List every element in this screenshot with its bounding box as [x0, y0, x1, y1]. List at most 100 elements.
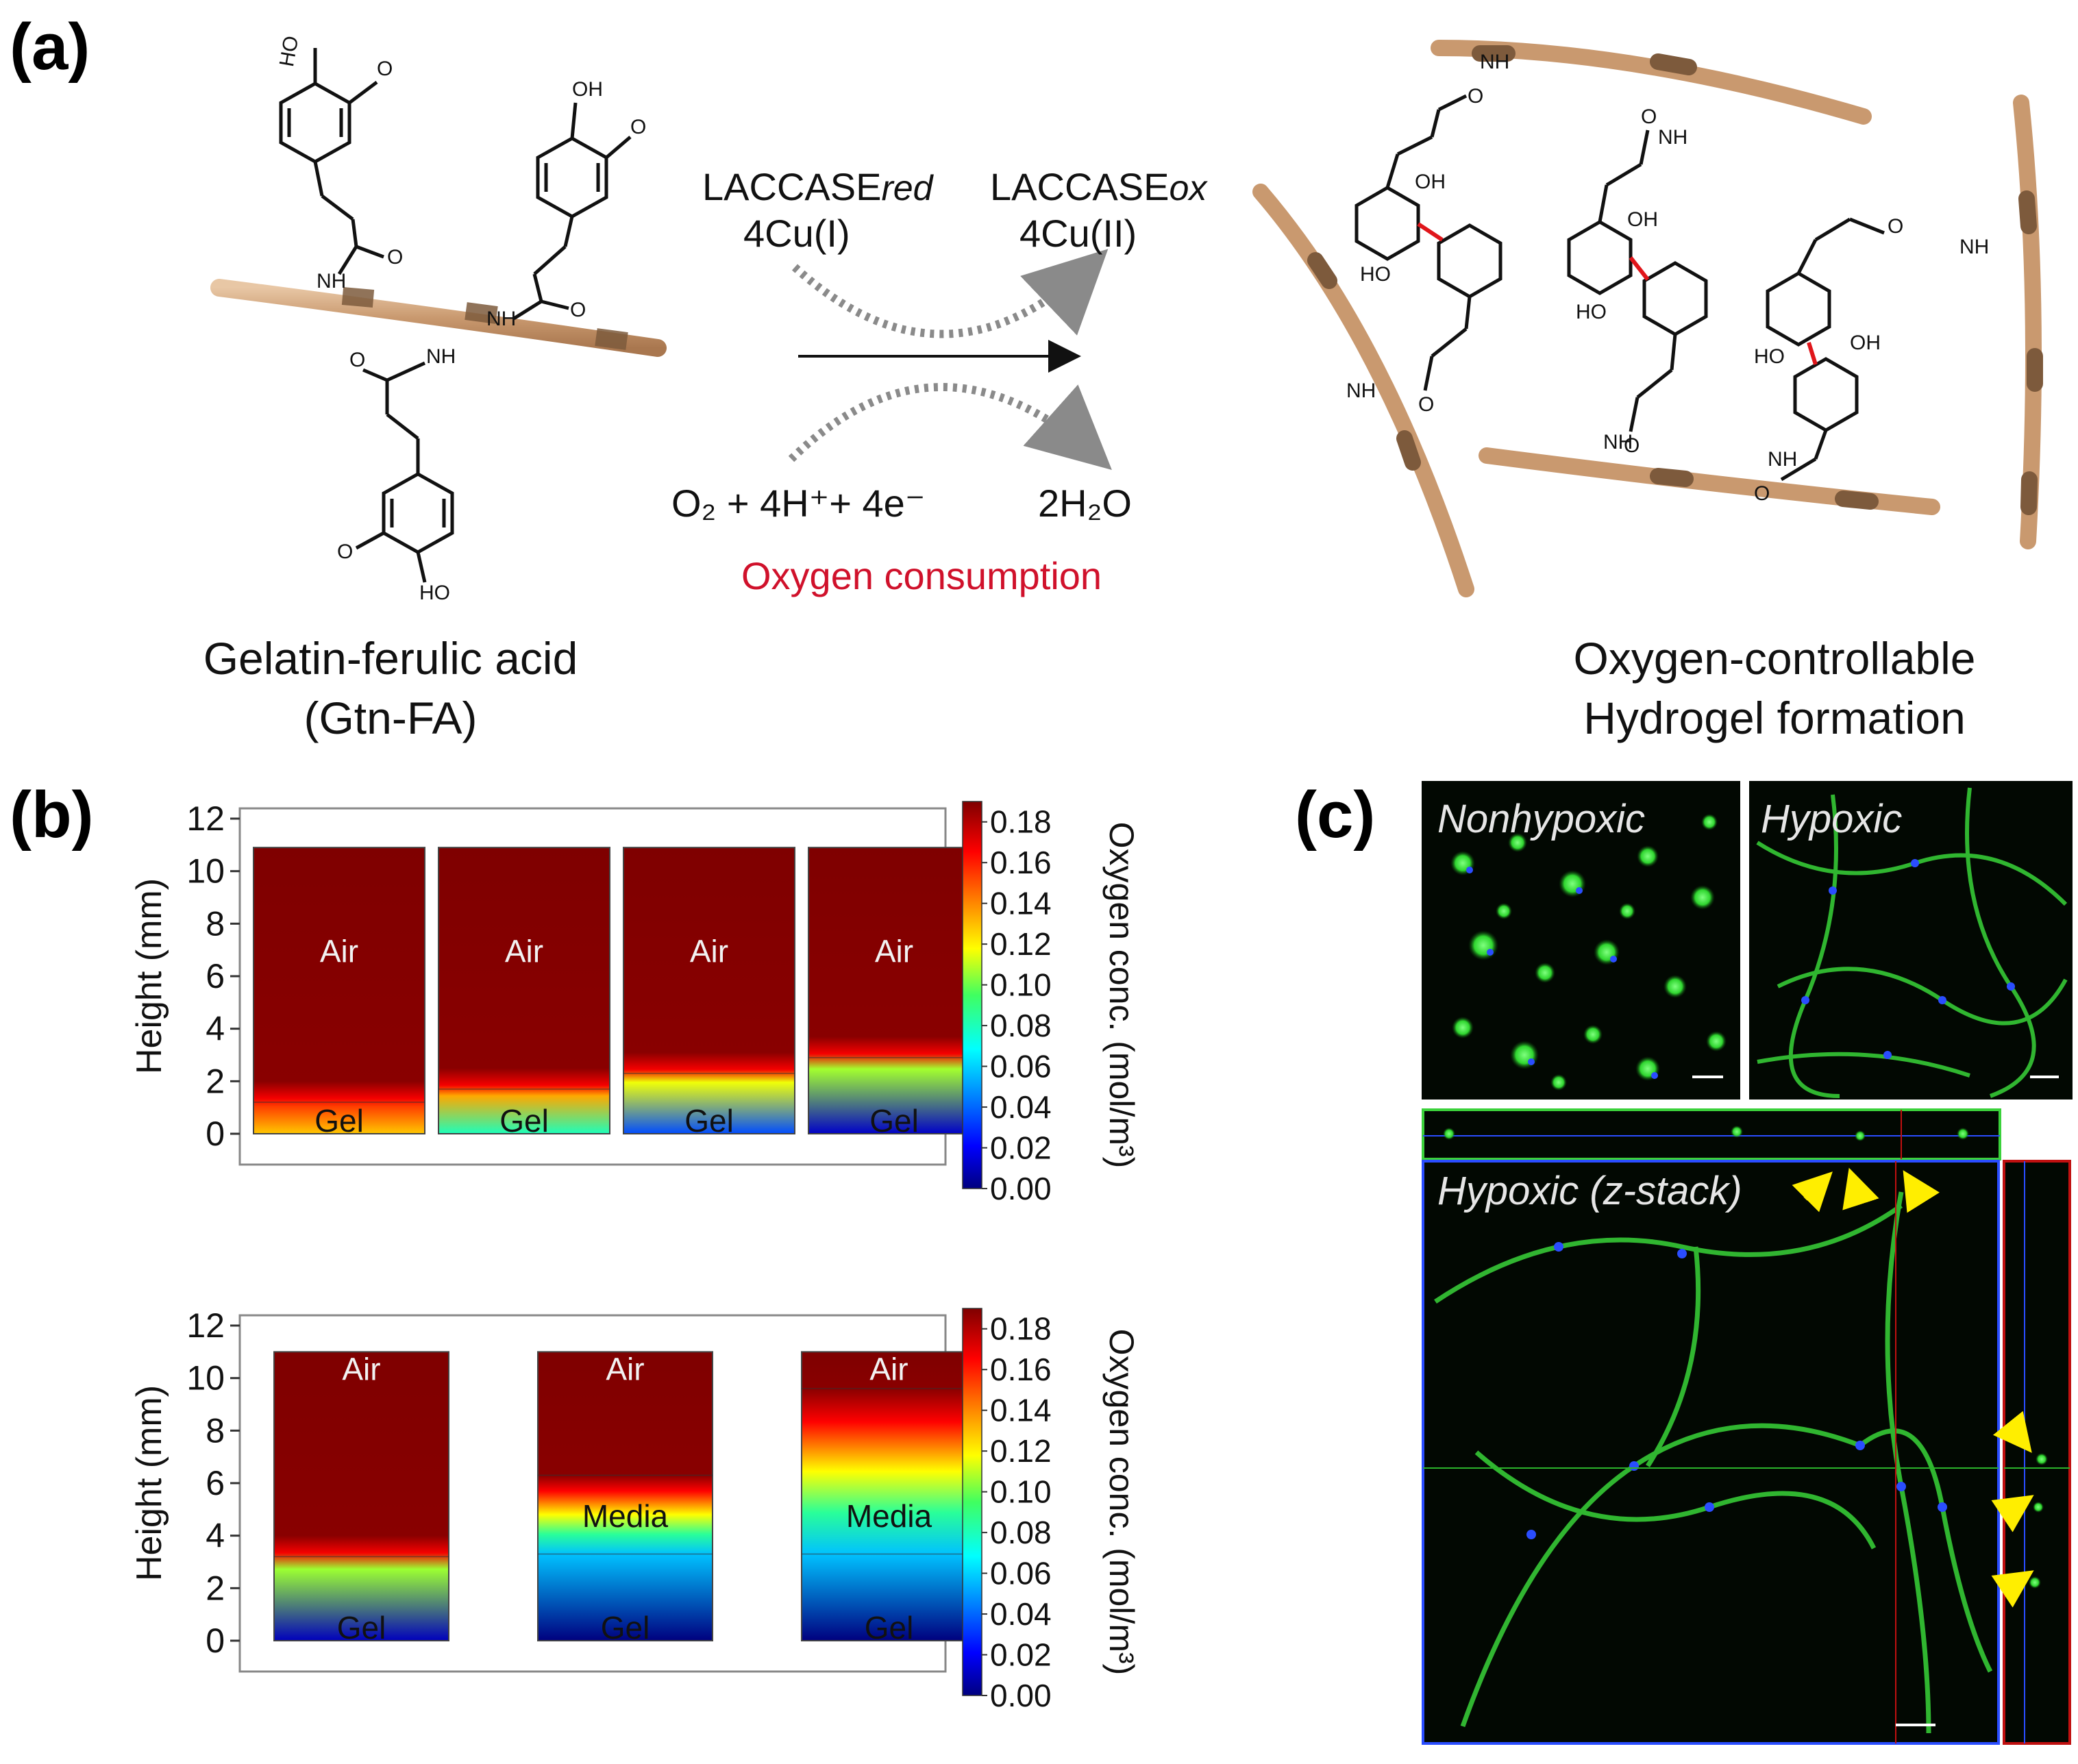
label-o-1: O	[377, 58, 393, 80]
colorbar-tick-label: 0.10	[990, 967, 1052, 1003]
colorbar-tick-label: 0.00	[990, 1678, 1052, 1713]
hypoxic-label: Hypoxic	[1761, 797, 1903, 841]
region-label: Air	[342, 1351, 380, 1387]
y-tick-label: 0	[206, 1115, 225, 1153]
region-label: Air	[606, 1351, 644, 1387]
y-tick-label: 10	[186, 852, 225, 891]
label-nh-n5: NH	[1603, 431, 1633, 454]
label-nh-2: NH	[486, 308, 516, 330]
cu-oxidized-label: 4Cu(II)	[1019, 212, 1137, 255]
colorbar-tick-label: 0.10	[990, 1474, 1052, 1510]
colorbar-tick-label: 0.14	[990, 1393, 1052, 1428]
label-o-n6: O	[1754, 482, 1770, 505]
y-tick-label: 4	[206, 1517, 225, 1555]
y-tick-label: 12	[186, 799, 225, 838]
heatmap-column	[438, 847, 610, 1135]
region-label: Air	[690, 934, 728, 969]
label-ho-n1: HO	[1360, 263, 1391, 286]
heatmap-column	[623, 847, 795, 1135]
crosslink-bond-2	[1629, 256, 1650, 281]
y-axis-label: Height (mm)	[129, 878, 169, 1074]
label-o-n2: O	[1641, 105, 1657, 128]
hydrogel-caption: Oxygen-controllable Hydrogel formation	[1573, 633, 1976, 744]
label-nh-3: NH	[426, 345, 456, 368]
y-tick-label: 0	[206, 1622, 225, 1660]
label-o-n4: O	[1418, 393, 1434, 416]
colorbar	[962, 801, 982, 1189]
region-label: Air	[875, 934, 913, 969]
colorbar-tick-label: 0.06	[990, 1049, 1052, 1084]
zstack-main-image	[1422, 1160, 2000, 1745]
region-label: Air	[505, 934, 543, 969]
y-tick-label: 8	[206, 904, 225, 943]
label-o-6: O	[349, 349, 365, 371]
hypoxic-zstack-label: Hypoxic (z-stack)	[1437, 1169, 1742, 1213]
y-axis-label: Height (mm)	[129, 1385, 169, 1581]
crosslink-bond-1	[1417, 222, 1444, 242]
hydrogel-network-structure: OH HO OH HO OH HO O O O O O O NH NH NH N…	[1252, 40, 2043, 597]
label-oh-n1: OH	[1415, 171, 1446, 193]
heatmap-column	[801, 1351, 977, 1641]
reaction-arrows	[788, 249, 1112, 470]
oxygen-arrow-bottom	[788, 383, 1112, 470]
colorbar-tick-label: 0.04	[990, 1596, 1052, 1632]
label-ho-2: HO	[419, 582, 450, 604]
y-tick-label: 4	[206, 1010, 225, 1048]
hypoxic-image	[1749, 781, 2073, 1100]
electron-arrow-top	[791, 249, 1109, 338]
colorbar-tick-label: 0.02	[990, 1130, 1052, 1166]
water-product-label: 2H₂O	[1038, 482, 1132, 525]
microscopy-panel	[1422, 781, 2073, 1745]
yellow-arrows	[1792, 1167, 2034, 1608]
gelatin-strand	[210, 279, 667, 357]
label-ho-n2: HO	[1576, 301, 1607, 323]
label-o-n1: O	[1468, 85, 1483, 108]
colorbar-tick-label: 0.00	[990, 1171, 1052, 1206]
y-tick-label: 12	[186, 1306, 225, 1345]
region-label: Gel	[865, 1610, 914, 1645]
colorbar-tick-label: 0.08	[990, 1008, 1052, 1043]
y-tick-label: 2	[206, 1569, 225, 1607]
region-label: Gel	[499, 1103, 549, 1139]
colorbar-tick-label: 0.16	[990, 845, 1052, 880]
heatmap-column	[253, 847, 425, 1135]
laccase-ox-label: LACCASEox	[990, 165, 1207, 208]
colorbar-tick-label: 0.14	[990, 886, 1052, 921]
region-label: Air	[869, 1351, 908, 1387]
panel-c-label: (c)	[1295, 778, 1376, 852]
label-nh-n4: NH	[1346, 380, 1376, 402]
y-tick-label: 8	[206, 1411, 225, 1450]
label-oh-1: OH	[572, 78, 603, 101]
panel-a-label: (a)	[10, 10, 90, 84]
colorbar-tick-label: 0.06	[990, 1556, 1052, 1591]
label-o-4: O	[570, 299, 586, 321]
y-tick-label: 6	[206, 1464, 225, 1502]
label-oh-n2: OH	[1627, 208, 1658, 231]
colorbar-tick-label: 0.12	[990, 926, 1052, 962]
nonhypoxic-label: Nonhypoxic	[1437, 797, 1646, 841]
laccase-red-label: LACCASEred	[702, 165, 933, 208]
label-nh-n6: NH	[1768, 448, 1797, 471]
region-label: Media	[846, 1498, 932, 1534]
panel-b-label: (b)	[10, 778, 94, 852]
heatmap-column	[273, 1351, 449, 1641]
y-tick-label: 6	[206, 957, 225, 995]
label-nh-1: NH	[317, 270, 346, 293]
oxygen-consumption-label: Oxygen consumption	[741, 554, 1102, 597]
colorbar-tick-label: 0.04	[990, 1089, 1052, 1125]
region-label: Media	[582, 1498, 669, 1534]
heatmap-column	[808, 847, 980, 1135]
heatmap-column	[537, 1351, 713, 1641]
region-label: Gel	[337, 1610, 386, 1645]
colorbar-tick-label: 0.12	[990, 1433, 1052, 1469]
label-o-n3: O	[1888, 215, 1903, 238]
colorbar-tick-label: 0.18	[990, 804, 1052, 840]
region-label: Gel	[314, 1103, 364, 1139]
zstack-yz-strip	[2003, 1160, 2071, 1745]
colorbar	[962, 1308, 982, 1696]
oxygen-reactants-label: O₂ + 4H⁺+ 4e⁻	[671, 482, 926, 525]
cu-reduced-label: 4Cu(I)	[743, 212, 850, 255]
